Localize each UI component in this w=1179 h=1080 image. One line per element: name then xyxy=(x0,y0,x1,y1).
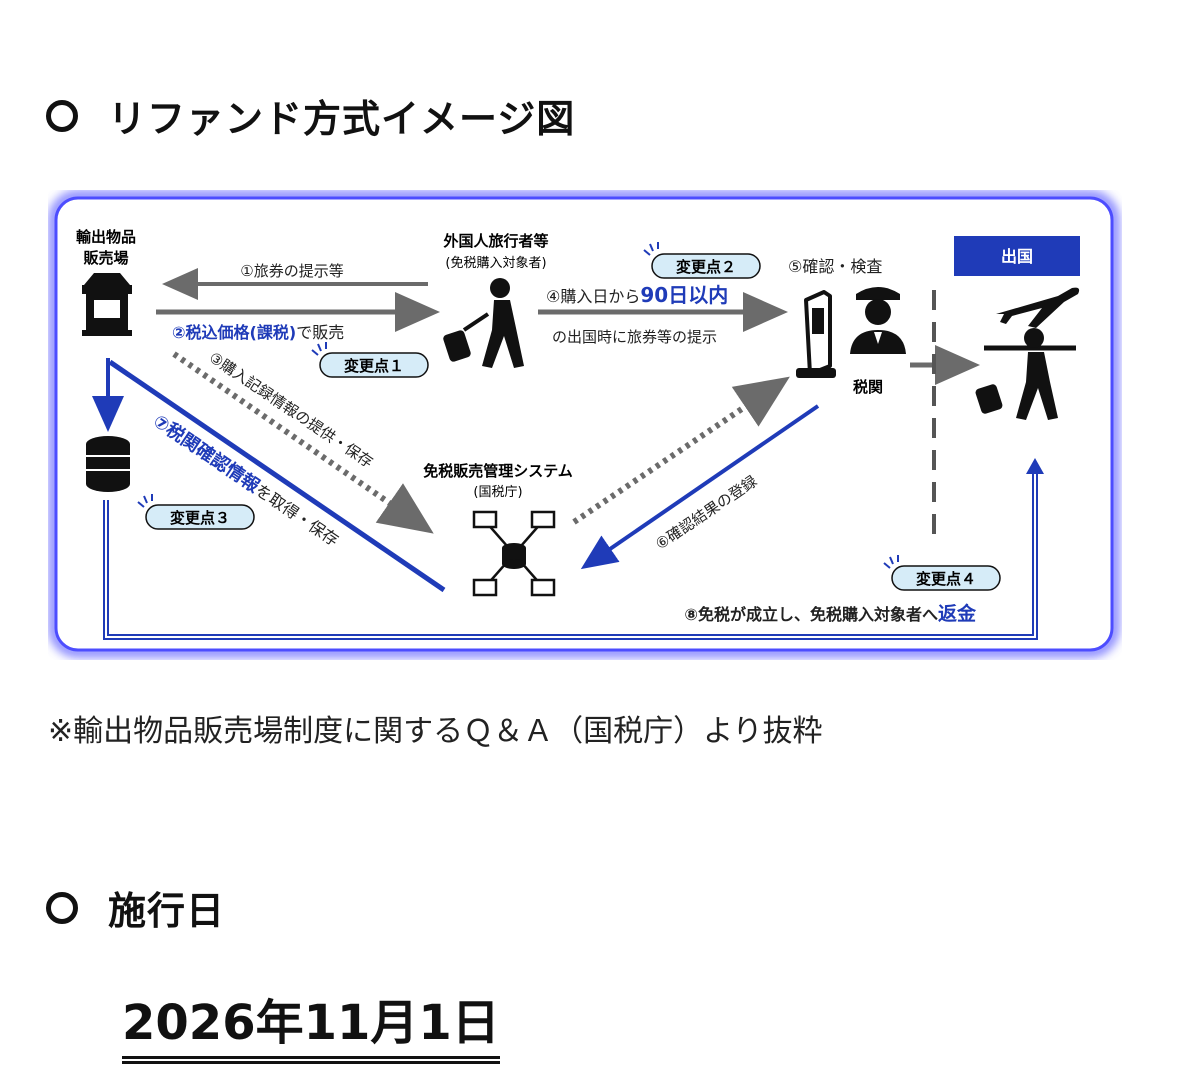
arrow8-label: ⑧免税が成立し、免税購入対象者へ返金 xyxy=(684,602,977,625)
svg-text:変更点１: 変更点１ xyxy=(344,357,404,375)
badge-change-2: 変更点２ xyxy=(643,242,761,279)
svg-text:変更点２: 変更点２ xyxy=(676,258,736,276)
arrow4-label: ④購入日から90日以内 xyxy=(546,283,728,307)
departure-box xyxy=(954,236,1080,276)
shop-icon xyxy=(82,273,132,336)
arrow8-prefix: ⑧免税が成立し、免税購入対象者へ xyxy=(684,605,938,624)
departure-label: 出国 xyxy=(1001,247,1033,266)
database-icon xyxy=(86,436,130,492)
effective-date: 2026年11月1日 xyxy=(122,983,500,1064)
departing-traveler-icon xyxy=(975,328,1058,420)
badge-change-1: 変更点１ xyxy=(311,342,429,378)
airplane-icon xyxy=(996,287,1080,328)
traveler-icon xyxy=(443,278,524,368)
circle-bullet-icon xyxy=(46,891,78,924)
traveler-label-line1: 外国人旅行者等 xyxy=(442,232,548,250)
arrow4-emph: 90日以内 xyxy=(640,283,728,307)
arrow1-label: ①旅券の提示等 xyxy=(240,262,343,280)
arrow2-label: ②税込価格(課税)で販売 xyxy=(172,323,344,342)
system-label-line1: 免税販売管理システム xyxy=(423,462,573,480)
network-system-icon xyxy=(472,510,556,597)
svg-text:変更点３: 変更点３ xyxy=(170,509,230,527)
customs-label: 税関 xyxy=(853,378,883,396)
section-heading-refund: リファンド方式イメージ図 xyxy=(46,88,575,143)
arrow5-label: ⑤確認・検査 xyxy=(788,257,882,276)
frame-glow xyxy=(49,191,1119,657)
system-label-line2: (国税庁) xyxy=(473,485,522,500)
traveler-label-line2: (免税購入対象者) xyxy=(445,256,546,271)
arrow4-line2: の出国時に旅券等の提示 xyxy=(552,328,717,346)
arrow-6 xyxy=(580,404,820,570)
customs-officer-icon xyxy=(850,287,906,354)
arrow-system-kiosk xyxy=(572,376,790,525)
arrow-8-inner xyxy=(105,472,1036,638)
shop-label-line2: 販売場 xyxy=(83,249,128,267)
badge-change-3: 変更点３ xyxy=(137,494,255,530)
arrow4-prefix: ④購入日から xyxy=(546,287,640,306)
arrow-3 xyxy=(172,351,434,534)
arrow2-emph: ②税込価格(課税) xyxy=(172,323,296,342)
badge-change-4: 変更点４ xyxy=(883,555,1001,591)
shop-label-line1: 輸出物品 xyxy=(76,228,136,246)
section-heading-effective: 施行日 xyxy=(46,880,225,935)
arrow8-emph: 返金 xyxy=(938,602,977,625)
arrow2-rest: で販売 xyxy=(296,323,344,342)
section-title: 施行日 xyxy=(108,889,226,933)
arrow-7 xyxy=(108,359,446,593)
section-title: リファンド方式イメージ図 xyxy=(108,97,576,141)
kiosk-icon xyxy=(796,290,836,378)
circle-bullet-icon xyxy=(46,99,78,132)
svg-text:変更点４: 変更点４ xyxy=(916,570,976,588)
arrow-8-head xyxy=(1026,458,1044,474)
source-note: ※輸出物品販売場制度に関するＱ＆Ａ（国税庁）より抜粋 xyxy=(48,714,823,749)
refund-diagram: 輸出物品 販売場 外国人旅行者等 (免税購入対象者) ①旅券の提示等 ②税込価格… xyxy=(49,191,1119,657)
